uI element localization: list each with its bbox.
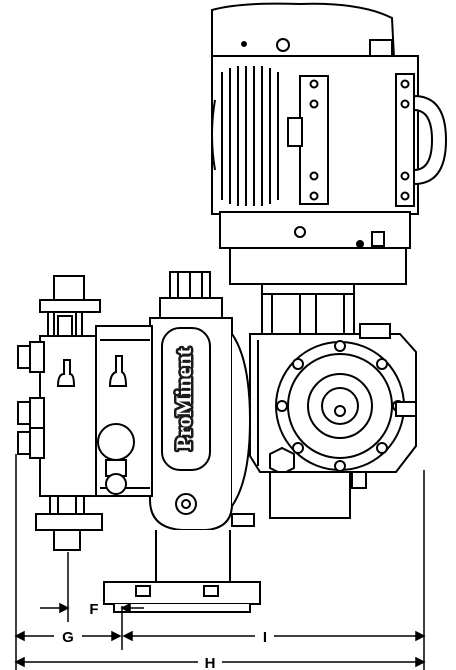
coupling <box>261 293 355 335</box>
motor <box>211 2 448 295</box>
brand-logo-text: ProMinent <box>171 347 196 450</box>
motor-terminal-box <box>211 2 396 59</box>
gearbox <box>249 323 417 519</box>
top-manifold-plate <box>39 299 101 313</box>
motor-lifting-handle <box>413 94 448 186</box>
valve-bolts <box>17 341 45 459</box>
bottom-manifold-plate <box>35 513 103 531</box>
valve-handles <box>56 355 128 387</box>
pump-body <box>149 271 255 531</box>
hex-plug-icon <box>269 446 295 476</box>
liquid-end <box>17 275 153 551</box>
motor-mount-plate <box>299 75 329 205</box>
brand-logo-outline: ProMinent <box>171 347 196 450</box>
brand-logo: ProMinent ProMinent <box>169 345 199 453</box>
terminal-box-screw-icon <box>276 38 290 52</box>
pump-base <box>103 530 261 613</box>
brand-plate <box>161 327 211 471</box>
motor-cooling-fins <box>211 66 279 206</box>
drive-shaft-icon <box>334 405 346 417</box>
dimension-label-i: I <box>263 629 267 646</box>
dimension-label-h: H <box>205 655 216 670</box>
motor-flange <box>229 247 407 285</box>
base-plate <box>103 581 261 605</box>
dimension-lines <box>14 454 426 670</box>
port-fitting-icon <box>97 423 135 461</box>
dimension-label-f: F <box>89 601 98 618</box>
dimension-label-g: G <box>62 629 74 646</box>
